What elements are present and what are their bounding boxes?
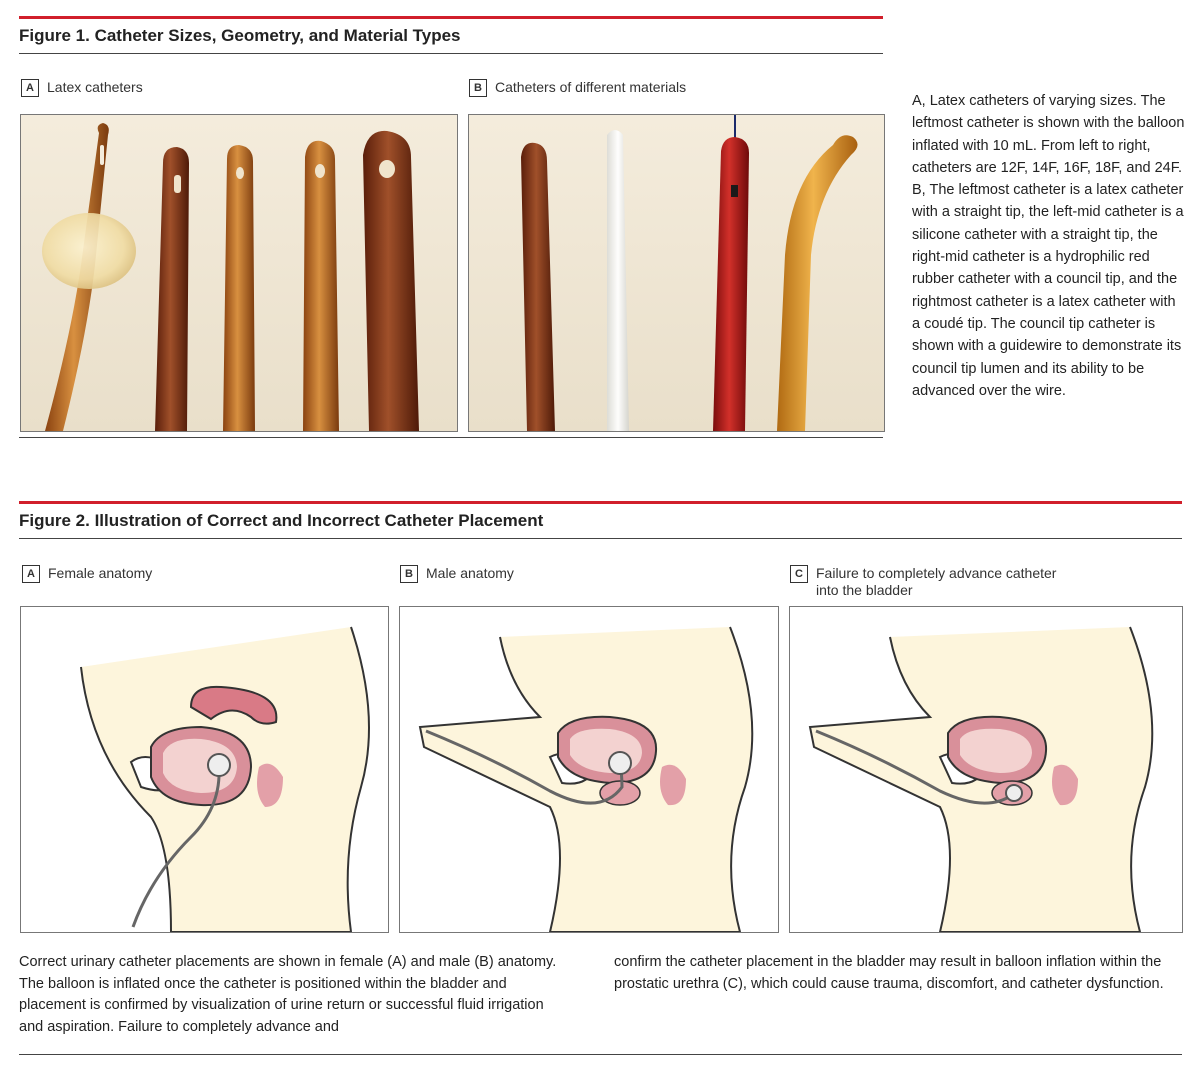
figure2-panel-a-label: A Female anatomy [22,565,152,583]
figure1-caption: A, Latex catheters of varying sizes. The… [912,93,1185,399]
balloon-icon [1005,784,1023,802]
catheter-line [425,729,624,805]
catheter-14f [155,147,189,431]
panel-letter-a: A [22,565,40,583]
figure1-bottom-rule [19,437,883,438]
figure2-panel-c-label: C Failure to completely advance catheter… [790,565,1056,599]
balloon-icon [207,753,231,777]
catheter-line [815,729,1013,805]
catheter-24f [363,130,419,431]
latex-straight-tip-catheter [521,142,555,431]
figure2-panel-b-label: B Male anatomy [400,565,514,583]
rectum [257,763,283,807]
catheter-materials-photo [468,114,885,432]
figure2-caption-right: confirm the catheter placement in the bl… [614,954,1164,992]
male-anatomy-illustration [399,606,779,933]
silicone-straight-tip-catheter [607,130,629,431]
panel-c-title-line2: into the bladder [816,582,913,598]
panel-a-title: Latex catheters [47,79,143,95]
figure1-title: Figure 1. Catheter Sizes, Geometry, and … [19,26,461,45]
coude-tip-catheter [777,135,858,431]
figure1-top-rule [19,16,883,19]
panel-letter-c: C [790,565,808,583]
figure2-bottom-rule [19,1054,1182,1055]
panel-b-title: Male anatomy [426,565,514,581]
rectum [660,764,686,806]
catheter-12f-with-balloon [45,123,109,431]
figure2-title-rule [19,538,1182,539]
catheter-16f [223,145,255,431]
figure2-top-rule [19,501,1182,504]
panel-c-title-line1: Failure to completely advance catheter [816,565,1057,581]
uterus [189,685,278,725]
catheter-line [131,766,221,928]
female-anatomy-illustration [20,606,389,933]
latex-catheters-photo [20,114,458,432]
figure1-panel-b-label: B Catheters of different materials [469,79,686,97]
figure2-caption-left: Correct urinary catheter placements are … [19,954,557,1035]
bladder-interior [960,728,1032,773]
panel-letter-b: B [400,565,418,583]
balloon-icon [608,751,632,775]
panel-letter-a: A [21,79,39,97]
catheter-18f [303,140,339,431]
failed-placement-illustration [789,606,1183,933]
figure1-panel-a-label: A Latex catheters [21,79,143,97]
panel-b-title: Catheters of different materials [495,79,687,95]
rectum [1052,764,1078,806]
panel-letter-b: B [469,79,487,97]
figure2-title: Figure 2. Illustration of Correct and In… [19,511,544,530]
figure1-title-rule [19,53,883,54]
red-rubber-council-tip-catheter [713,137,749,431]
panel-a-title: Female anatomy [48,565,153,581]
